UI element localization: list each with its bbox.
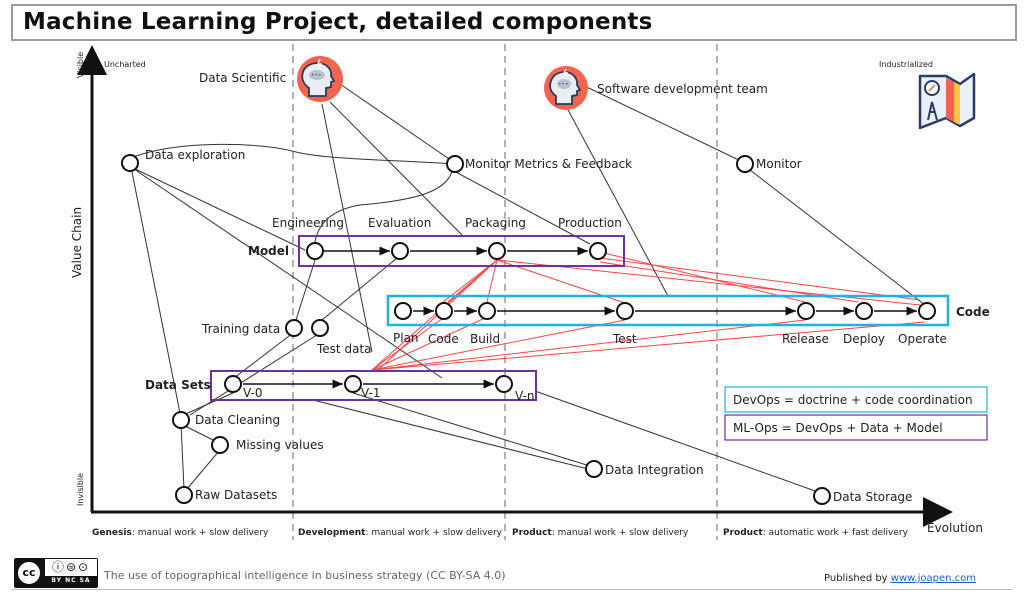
label-engineering: Engineering xyxy=(272,216,344,230)
software-team-icon: ••• xyxy=(544,66,588,110)
node-raw-datasets xyxy=(175,486,193,504)
axis-evolution: Evolution xyxy=(927,521,983,535)
node-evaluation xyxy=(391,242,409,260)
label-build: Build xyxy=(470,332,500,346)
node-operate xyxy=(918,302,936,320)
stage-genesis: Genesis: manual work + slow delivery xyxy=(92,528,269,538)
legend-devops-text: DevOps = doctrine + code coordination xyxy=(733,393,973,407)
data-scientist-icon: ••• xyxy=(297,56,343,102)
map-compass-icon xyxy=(918,72,976,130)
actor-data-scientist: ••• Data Scientific xyxy=(199,56,343,102)
node-build xyxy=(478,302,496,320)
group-model-label: Model xyxy=(248,244,289,258)
software-team-label: Software development team xyxy=(597,82,768,96)
node-labels: Data exploration Monitor Metrics & Feedb… xyxy=(145,148,947,504)
label-data-integration: Data Integration xyxy=(605,463,704,477)
node-v1 xyxy=(344,375,362,393)
node-data-exploration xyxy=(121,154,139,172)
label-data-cleaning: Data Cleaning xyxy=(195,413,280,427)
node-monitor-metrics xyxy=(446,155,464,173)
label-data-exploration: Data exploration xyxy=(145,148,245,162)
red-links xyxy=(371,251,926,371)
label-operate: Operate xyxy=(898,332,947,346)
group-data-sets-label: Data Sets xyxy=(145,378,211,392)
published-by: Published by www.joapen.com xyxy=(824,573,976,584)
title-box: Machine Learning Project, detailed compo… xyxy=(11,4,1017,41)
node-test-data xyxy=(311,319,329,337)
label-v1: V-1 xyxy=(361,386,380,400)
node-release xyxy=(797,302,815,320)
stage-product-manual: Product: manual work + slow delivery xyxy=(512,528,689,538)
published-prefix: Published by xyxy=(824,573,891,584)
node-packaging xyxy=(488,242,506,260)
label-packaging: Packaging xyxy=(465,216,526,230)
stage-development: Development: manual work + slow delivery xyxy=(298,528,503,538)
axis-invisible: Invisible xyxy=(76,473,85,506)
legend-mlops-text: ML-Ops = DevOps + Data + Model xyxy=(733,421,943,435)
data-sets-box xyxy=(210,370,537,401)
label-raw-datasets: Raw Datasets xyxy=(195,488,277,502)
cc-by-nc-sa-icons: ⓘ⊜⊙ xyxy=(45,559,97,576)
stage-product-auto: Product: automatic work + fast delivery xyxy=(723,528,909,538)
page-title: Machine Learning Project, detailed compo… xyxy=(23,9,653,35)
cc-icon: cc xyxy=(16,560,42,586)
label-monitor-metrics: Monitor Metrics & Feedback xyxy=(465,157,632,171)
svg-text:•••: ••• xyxy=(311,72,322,79)
label-vn: V-n xyxy=(515,389,534,403)
node-deploy xyxy=(855,302,873,320)
label-plan: Plan xyxy=(393,331,419,345)
actor-software-team: ••• Software development team xyxy=(544,66,768,110)
nodes xyxy=(121,154,936,505)
code-box xyxy=(386,294,950,327)
label-missing-values: Missing values xyxy=(236,438,324,452)
label-test-data: Test data xyxy=(316,342,371,356)
axis-uncharted: Uncharted xyxy=(104,60,146,69)
node-data-integration xyxy=(585,460,603,478)
node-production xyxy=(589,242,607,260)
cc-license-logo: cc ⓘ⊜⊙ BY NC SA xyxy=(14,558,98,588)
label-release: Release xyxy=(782,332,829,346)
node-missing-values xyxy=(211,436,229,454)
node-v0 xyxy=(224,375,242,393)
node-data-cleaning xyxy=(172,411,190,429)
flow-arrows xyxy=(243,246,917,389)
node-vn xyxy=(495,375,513,393)
label-code: Code xyxy=(428,332,459,346)
node-data-storage xyxy=(813,487,831,505)
legend-mlops: ML-Ops = DevOps + Data + Model xyxy=(724,414,988,441)
footer-divider xyxy=(12,589,1012,590)
label-test: Test xyxy=(612,332,637,346)
label-data-storage: Data Storage xyxy=(833,490,912,504)
dependency-links xyxy=(130,79,926,493)
cc-tags: BY NC SA xyxy=(51,577,91,584)
label-monitor: Monitor xyxy=(756,157,802,171)
node-test xyxy=(616,302,634,320)
axis-value-chain: Value Chain xyxy=(70,207,84,278)
label-training-data: Training data xyxy=(201,322,280,336)
data-scientist-label: Data Scientific xyxy=(199,71,286,85)
legend-devops: DevOps = doctrine + code coordination xyxy=(724,386,988,413)
node-plan xyxy=(394,302,412,320)
group-code-label: Code xyxy=(956,305,990,319)
model-box xyxy=(298,235,625,267)
label-deploy: Deploy xyxy=(843,332,885,346)
publisher-link[interactable]: www.joapen.com xyxy=(890,573,976,584)
label-evaluation: Evaluation xyxy=(368,216,431,230)
label-v0: V-0 xyxy=(243,386,262,400)
axis-visible: Visible xyxy=(76,52,85,78)
node-training-data xyxy=(285,319,303,337)
svg-text:•••: ••• xyxy=(558,81,569,88)
node-engineering xyxy=(306,242,324,260)
label-production: Production xyxy=(558,216,622,230)
stage-dividers xyxy=(292,44,718,540)
license-text: The use of topographical intelligence in… xyxy=(104,569,506,582)
node-code xyxy=(435,302,453,320)
axis-industrialized: Industrialized xyxy=(879,60,933,69)
node-monitor xyxy=(736,155,754,173)
